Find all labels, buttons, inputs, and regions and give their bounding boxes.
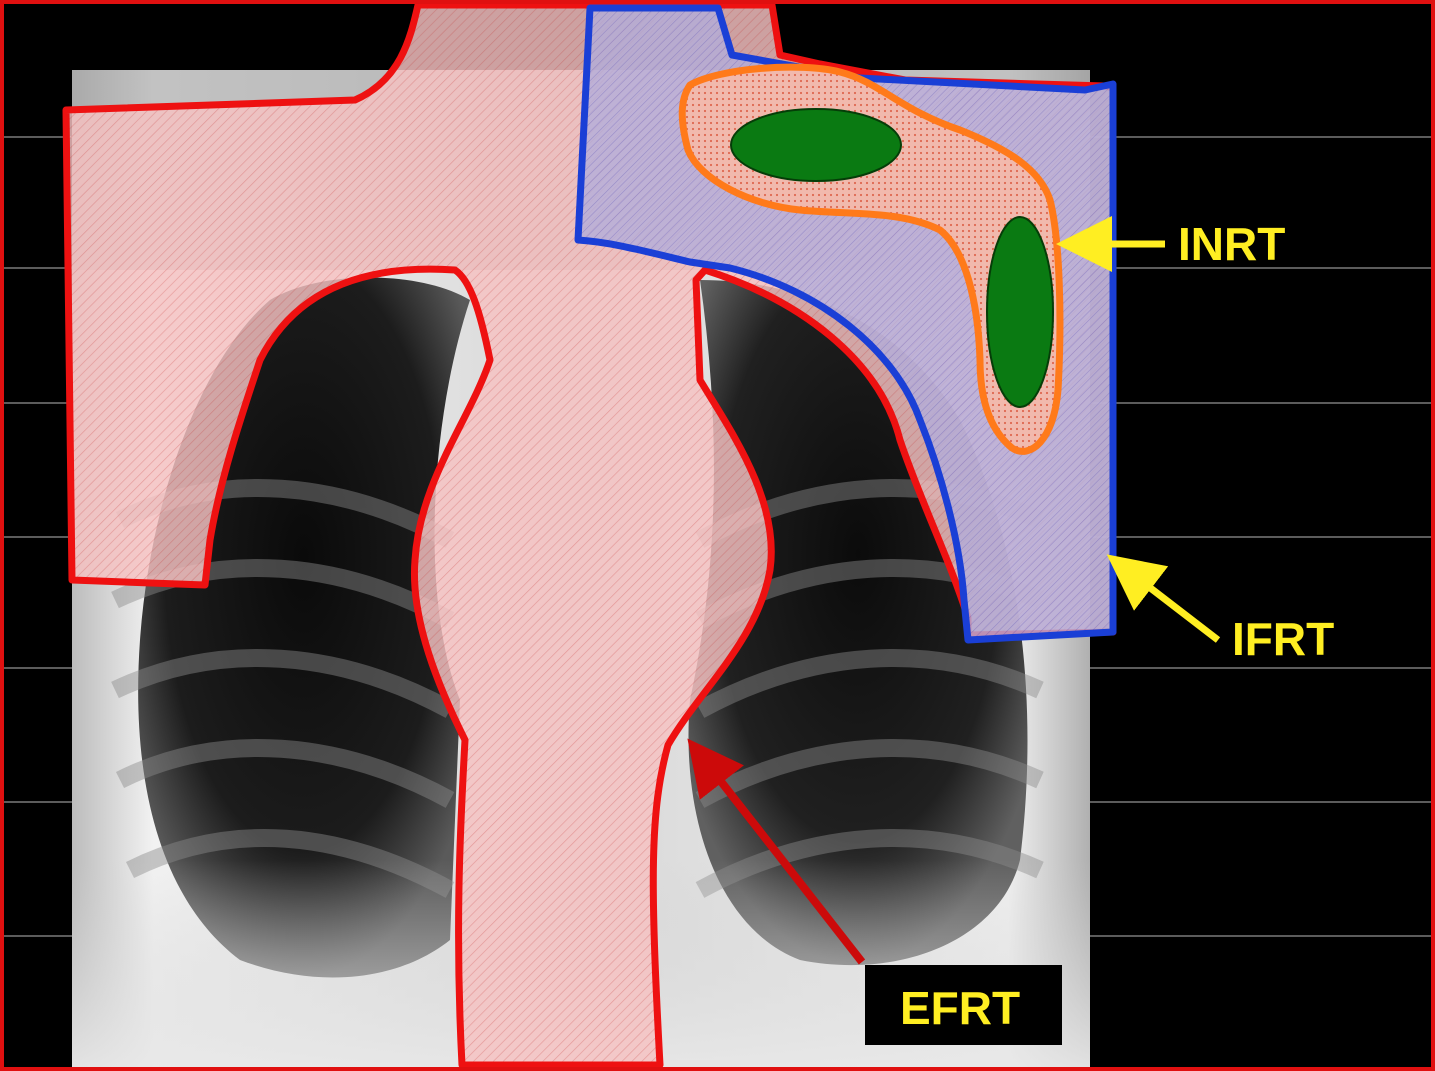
- ifrt-label: IFRT: [1232, 613, 1334, 665]
- inrt-label: INRT: [1178, 218, 1285, 270]
- efrt-label: EFRT: [900, 982, 1020, 1034]
- lymph-node-lower: [987, 217, 1053, 407]
- lymph-node-upper: [731, 109, 901, 181]
